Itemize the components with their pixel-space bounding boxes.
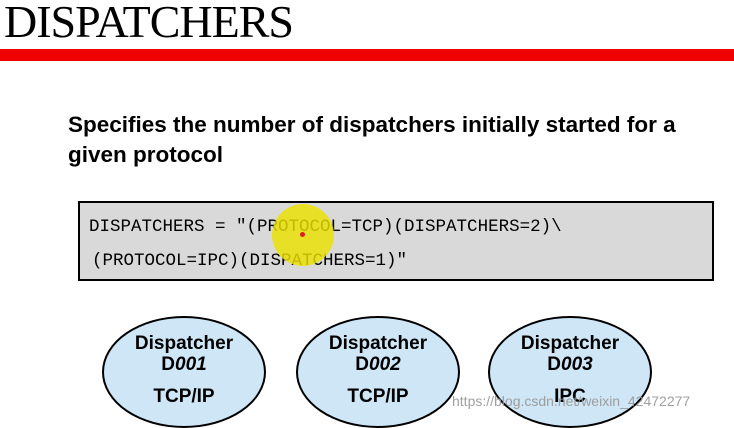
dispatcher-id: D003 bbox=[490, 354, 650, 376]
dispatcher-label: Dispatcher bbox=[520, 333, 620, 354]
dispatcher-protocol: TCP/IP bbox=[347, 386, 409, 407]
code-line-2: (PROTOCOL=IPC)(DISPATCHERS=1)" bbox=[92, 251, 408, 271]
dispatcher-id-number: 001 bbox=[175, 354, 207, 375]
dispatcher-id-number: 003 bbox=[561, 354, 593, 375]
cursor-pointer-dot bbox=[300, 232, 305, 237]
dispatcher-label: Dispatcher bbox=[328, 333, 428, 354]
watermark-text: https://blog.csdn.net/weixin_42472277 bbox=[452, 393, 691, 409]
slide-subtitle: Specifies the number of dispatchers init… bbox=[68, 112, 676, 167]
slide-title: DISPATCHERS bbox=[4, 0, 294, 47]
dispatcher-id-number: 002 bbox=[369, 354, 401, 375]
dispatcher-node-1: Dispatcher D001 TCP/IP bbox=[102, 316, 266, 428]
dispatcher-id-prefix: D bbox=[161, 354, 176, 375]
dispatcher-id: D002 bbox=[298, 354, 458, 376]
dispatcher-node-3: Dispatcher D003 IPC bbox=[488, 316, 652, 428]
dispatcher-node-2: Dispatcher D002 TCP/IP bbox=[296, 316, 460, 428]
dispatcher-id-prefix: D bbox=[355, 354, 370, 375]
title-underline-shape bbox=[0, 49, 734, 61]
code-box: DISPATCHERS = "(PROTOCOL=TCP)(DISPATCHER… bbox=[78, 201, 714, 281]
dispatcher-protocol: TCP/IP bbox=[153, 386, 215, 407]
dispatcher-id-prefix: D bbox=[547, 354, 562, 375]
dispatcher-id: D001 bbox=[104, 354, 264, 376]
dispatcher-protocol: IPC bbox=[554, 386, 586, 407]
title-underline-bar bbox=[0, 49, 734, 61]
dispatcher-label: Dispatcher bbox=[134, 333, 234, 354]
